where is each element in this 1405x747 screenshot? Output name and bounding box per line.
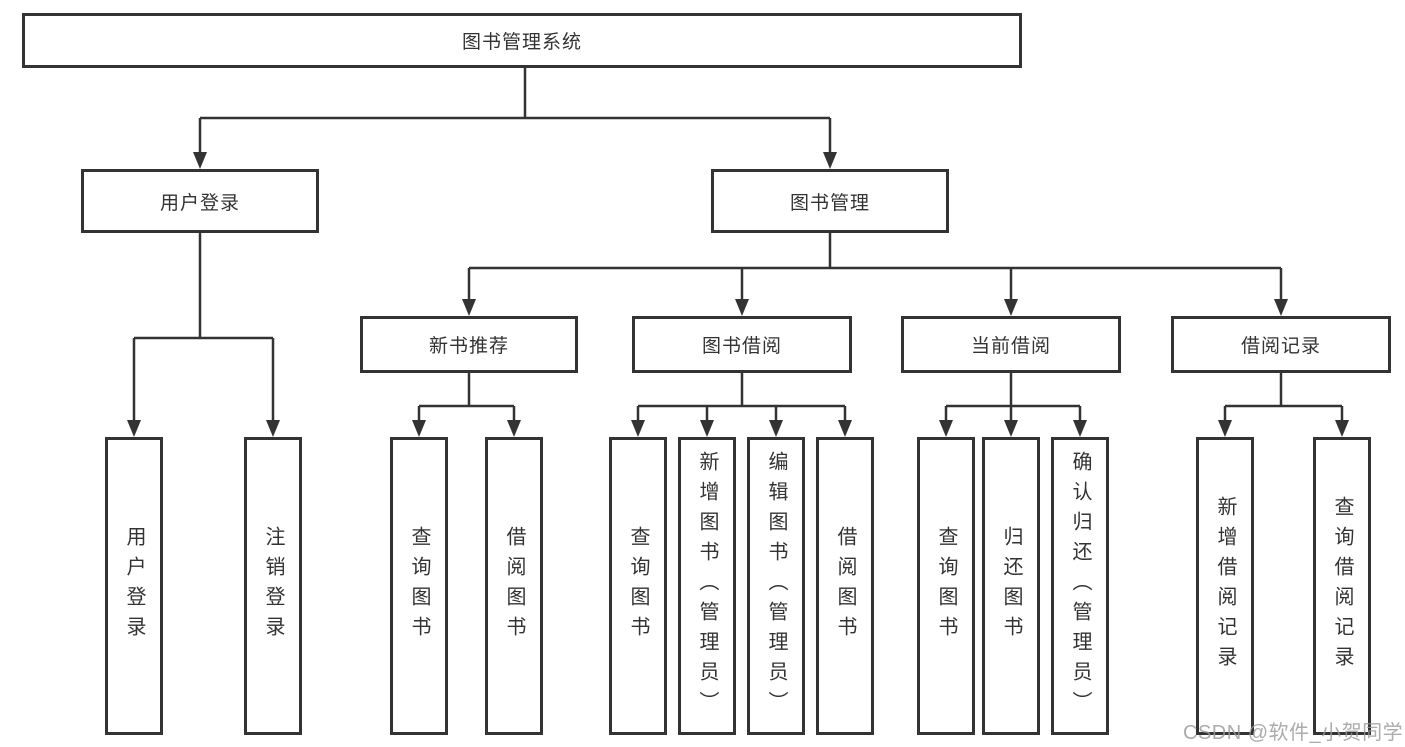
leaf-query-current-borrow: 查询图书 <box>917 437 975 735</box>
leaf-return-book: 归还图书 <box>982 437 1040 735</box>
node-new-book-recommend: 新书推荐 <box>360 316 578 373</box>
leaf-query-book-borrow: 查询图书 <box>609 437 667 735</box>
leaf-query-book-recommend: 查询图书 <box>390 437 448 735</box>
leaf-borrow-book-recommend: 借阅图书 <box>485 437 543 735</box>
leaf-query-borrow-record: 查询借阅记录 <box>1313 437 1371 735</box>
node-book-management: 图书管理 <box>711 169 949 233</box>
node-book-borrow: 图书借阅 <box>632 316 852 373</box>
node-user-login: 用户登录 <box>81 169 319 233</box>
leaf-label: 查询图书 <box>935 526 957 646</box>
leaf-label: 查询图书 <box>408 526 430 646</box>
leaf-confirm-return-admin: 确认归还（管理员） <box>1051 437 1109 735</box>
node-library-system: 图书管理系统 <box>22 13 1022 68</box>
leaf-label: 查询图书 <box>627 526 649 646</box>
leaf-logout-login: 注销登录 <box>244 437 302 735</box>
leaf-label: 新增借阅记录 <box>1214 496 1236 676</box>
leaf-label: 注销登录 <box>262 526 284 646</box>
leaf-label: 查询借阅记录 <box>1331 496 1353 676</box>
leaf-borrow-book: 借阅图书 <box>816 437 874 735</box>
leaf-label: 用户登录 <box>123 526 145 646</box>
leaf-label: 借阅图书 <box>834 526 856 646</box>
leaf-add-book-admin: 新增图书（管理员） <box>678 437 736 735</box>
leaf-add-borrow-record: 新增借阅记录 <box>1196 437 1254 735</box>
csdn-watermark: CSDN @软件_小贺同学 <box>1183 722 1404 744</box>
node-borrow-records: 借阅记录 <box>1171 316 1391 373</box>
leaf-edit-book-admin: 编辑图书（管理员） <box>747 437 805 735</box>
leaf-label: 编辑图书（管理员） <box>765 451 787 721</box>
arrowheads <box>127 152 1349 437</box>
node-current-borrow: 当前借阅 <box>901 316 1121 373</box>
leaf-label: 新增图书（管理员） <box>696 451 718 721</box>
leaf-label: 归还图书 <box>1000 526 1022 646</box>
leaf-user-login: 用户登录 <box>105 437 163 735</box>
leaf-label: 借阅图书 <box>503 526 525 646</box>
leaf-label: 确认归还（管理员） <box>1069 451 1091 721</box>
